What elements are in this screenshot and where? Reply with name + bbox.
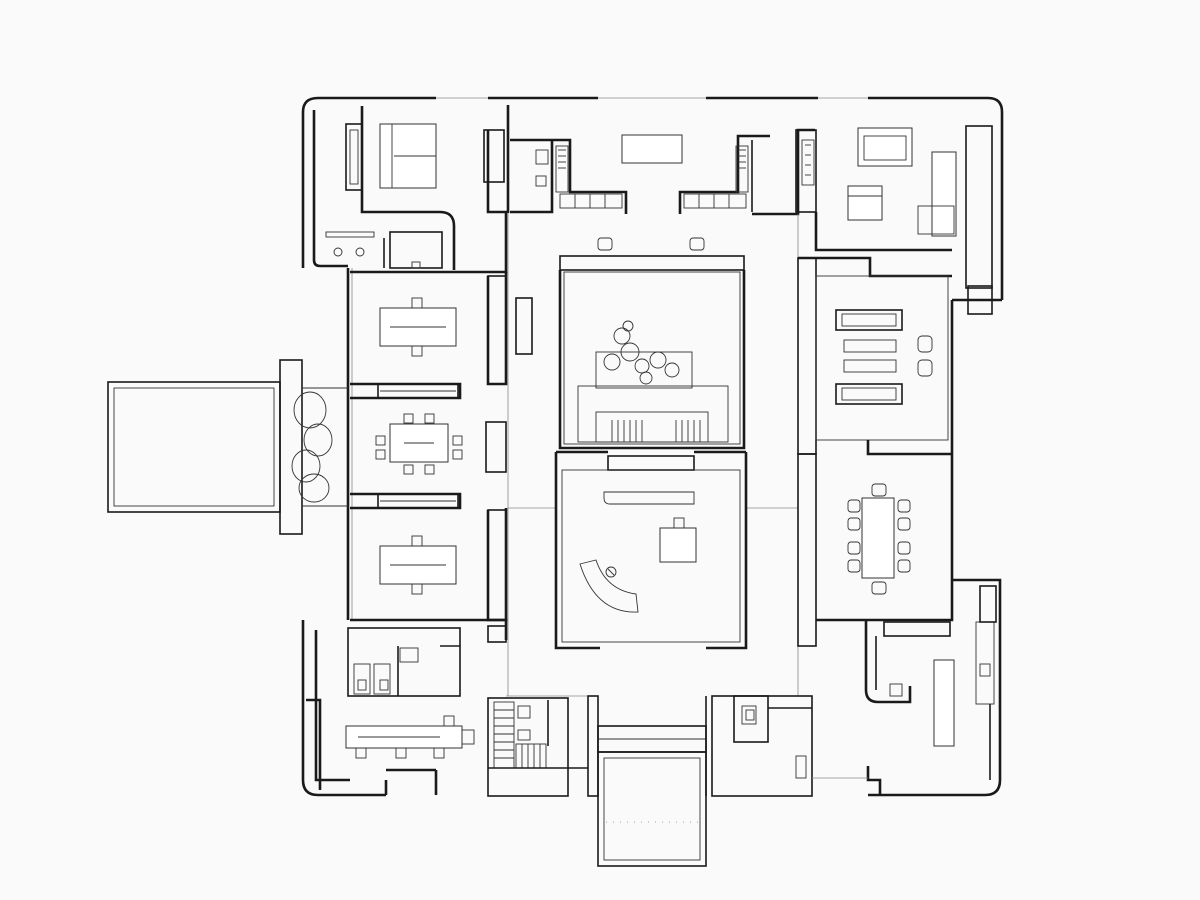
north-wing	[483, 105, 817, 216]
shelf	[515, 297, 533, 355]
table	[843, 339, 897, 353]
wardrobe	[345, 123, 363, 191]
bedroom-northwest	[312, 106, 456, 270]
tree-icon	[603, 320, 680, 385]
sofa	[835, 383, 903, 405]
chair	[689, 237, 705, 251]
reception-table	[621, 134, 683, 164]
exterior-walls	[301, 96, 1004, 797]
conference-table	[861, 497, 895, 579]
table	[843, 359, 897, 373]
burner	[355, 247, 365, 257]
planter	[595, 351, 693, 389]
sofa-long	[931, 151, 957, 237]
south-entrance	[487, 695, 868, 867]
sink	[535, 149, 549, 165]
living-northeast	[814, 125, 993, 315]
east-rooms	[797, 256, 954, 647]
radiator	[801, 139, 815, 186]
chair	[597, 237, 613, 251]
armchair	[847, 185, 883, 221]
island	[933, 659, 955, 747]
entrance-ramp	[597, 751, 707, 867]
west-terrace	[107, 359, 348, 535]
counter	[325, 231, 375, 238]
cabinet-row	[683, 193, 747, 209]
desk	[659, 527, 697, 563]
lounge-chair	[579, 559, 639, 613]
cabinet-row	[559, 193, 623, 209]
curved-sofa	[603, 491, 695, 505]
plant	[293, 391, 327, 429]
sofa	[835, 309, 903, 331]
service-southwest	[306, 627, 475, 790]
burner	[333, 247, 343, 257]
west-offices	[350, 212, 533, 643]
wc	[535, 175, 547, 187]
stairs	[611, 420, 701, 442]
central-courtyard	[507, 214, 799, 696]
kitchen-southeast	[864, 585, 997, 795]
